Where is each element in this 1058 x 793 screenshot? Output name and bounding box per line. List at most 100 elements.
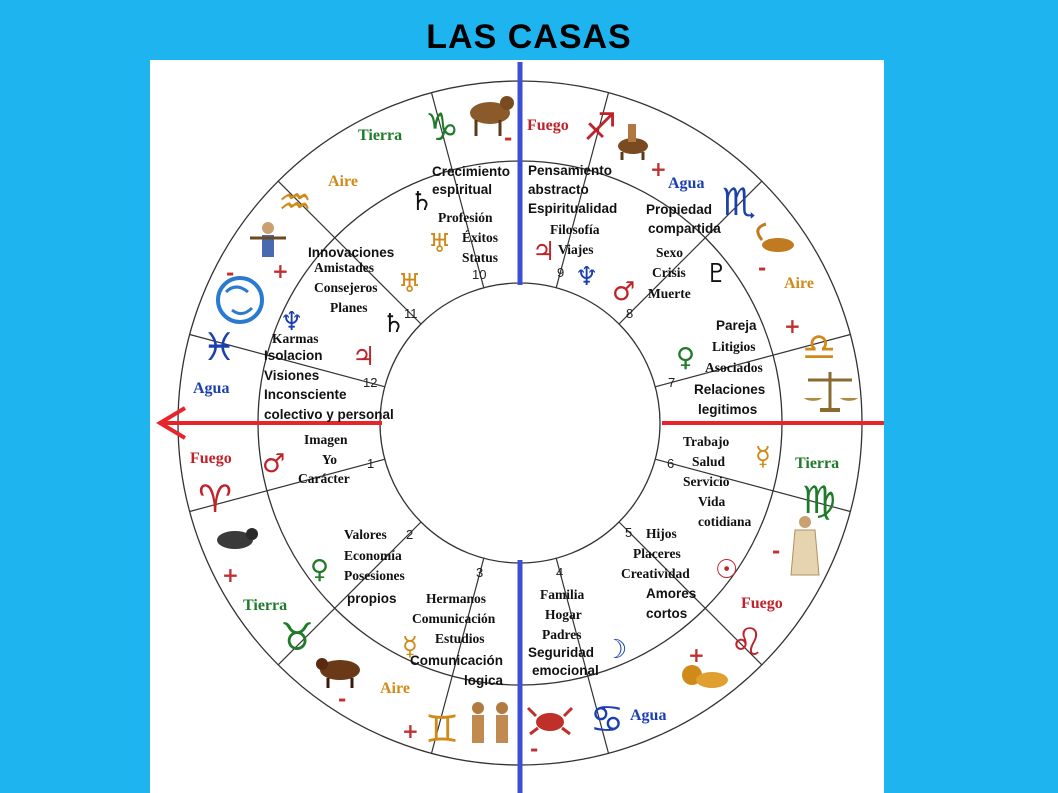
- svg-text:Economía: Economía: [344, 548, 402, 563]
- uranus-icon-2: ♅: [398, 269, 421, 299]
- svg-text:emocional: emocional: [532, 663, 599, 678]
- moon-icon: ☽: [604, 635, 627, 665]
- house-divider-line: [189, 333, 385, 388]
- house-number-7: 7: [668, 375, 675, 390]
- svg-text:Relaciones: Relaciones: [694, 382, 765, 397]
- svg-text:Visiones: Visiones: [264, 368, 319, 383]
- svg-text:Profesión: Profesión: [438, 210, 493, 225]
- house-divider-line: [430, 92, 485, 288]
- polarity-virgo: -: [772, 539, 780, 563]
- centaur-illustration-icon: [618, 124, 648, 160]
- svg-text:colectivo y personal: colectivo y personal: [264, 407, 394, 422]
- polarity-aquarius: +: [272, 259, 289, 283]
- svg-text:Pareja: Pareja: [716, 318, 757, 333]
- house-divider-line: [555, 558, 610, 754]
- svg-text:Karmas: Karmas: [272, 331, 319, 346]
- svg-text:Filosofía: Filosofía: [550, 222, 600, 237]
- element-label-cancer: Agua: [630, 707, 666, 724]
- svg-text:espiritual: espiritual: [432, 182, 492, 197]
- pluto-icon: ♇: [705, 259, 728, 289]
- house-divider-line: [618, 521, 763, 666]
- house-divider-line: [189, 458, 385, 513]
- polarity-leo: +: [688, 643, 705, 667]
- polarity-taurus: -: [338, 687, 346, 711]
- element-label-taurus: Tierra: [243, 597, 287, 614]
- water-bearer-illustration-icon: [250, 222, 286, 257]
- house-number-5: 5: [625, 525, 632, 540]
- house-7-text: Pareja Litigios Asociados Relaciones leg…: [694, 318, 765, 417]
- inner-circle: [379, 282, 661, 564]
- svg-text:cotidiana: cotidiana: [698, 514, 752, 529]
- house-number-1: 1: [367, 456, 374, 471]
- twins-illustration-icon: [472, 702, 508, 743]
- svg-text:Hogar: Hogar: [545, 607, 582, 622]
- polarity-sagittarius: +: [650, 157, 667, 181]
- ram-illustration-icon: [217, 528, 258, 549]
- svg-text:Pensamiento: Pensamiento: [528, 163, 612, 178]
- svg-text:Trabajo: Trabajo: [683, 434, 729, 449]
- mars-icon: ♂: [612, 277, 635, 307]
- svg-text:Hermanos: Hermanos: [426, 591, 486, 606]
- house-divider-line: [277, 180, 422, 325]
- svg-text:Vida: Vida: [698, 494, 726, 509]
- svg-text:Muerte: Muerte: [648, 286, 691, 301]
- house-5-text: Hijos Placeres Creatividad Amores cortos: [621, 526, 696, 621]
- neptune-icon-2: ♆: [280, 307, 303, 337]
- house-number-9: 9: [557, 265, 564, 280]
- svg-text:Familia: Familia: [540, 587, 584, 602]
- house-10-text: Crecimiento espiritual Profesión Éxitos …: [432, 164, 510, 265]
- svg-text:Amistades: Amistades: [314, 260, 374, 275]
- libra-icon: ♎: [802, 325, 836, 369]
- polarity-scorpio: -: [758, 256, 766, 280]
- polarity-gemini: +: [402, 719, 419, 743]
- house-divider-line: [655, 458, 851, 513]
- svg-text:Comunicación: Comunicación: [410, 653, 503, 668]
- jupiter-icon: ♃: [532, 237, 555, 267]
- house-number-3: 3: [476, 565, 483, 580]
- svg-text:Posesiones: Posesiones: [344, 568, 405, 583]
- house-8-text: Propiedad compartida Sexo Crisis Muerte: [646, 202, 721, 301]
- svg-text:Espiritualidad: Espiritualidad: [528, 201, 617, 216]
- element-label-scorpio: Agua: [668, 175, 704, 192]
- cancer-icon: ♋: [590, 697, 624, 741]
- svg-text:propios: propios: [347, 591, 397, 606]
- element-label-sagittarius: Fuego: [527, 117, 569, 134]
- svg-text:Consejeros: Consejeros: [314, 280, 378, 295]
- virgo-icon: ♍: [802, 478, 836, 522]
- house-number-4: 4: [556, 565, 563, 580]
- svg-text:Inconsciente: Inconsciente: [264, 387, 347, 402]
- ascendant-arrow: [156, 406, 187, 440]
- lion-illustration-icon: [682, 665, 728, 688]
- svg-text:Éxitos: Éxitos: [462, 230, 498, 245]
- house-divider-line: [618, 180, 763, 325]
- svg-text:Creatividad: Creatividad: [621, 566, 690, 581]
- house-divider-line: [555, 92, 610, 288]
- svg-text:Placeres: Placeres: [633, 546, 681, 561]
- svg-text:Padres: Padres: [542, 627, 582, 642]
- svg-text:Viajes: Viajes: [558, 242, 594, 257]
- svg-text:Status: Status: [462, 250, 498, 265]
- svg-text:legitimos: legitimos: [698, 402, 757, 417]
- svg-text:Estudios: Estudios: [435, 631, 485, 646]
- element-label-aquarius: Aire: [328, 173, 358, 190]
- svg-text:cortos: cortos: [646, 606, 687, 621]
- polarity-cancer: -: [530, 737, 538, 761]
- svg-text:Hijos: Hijos: [646, 526, 677, 541]
- svg-text:Salud: Salud: [692, 454, 726, 469]
- fish-illustration-icon: [216, 276, 264, 324]
- svg-text:abstracto: abstracto: [528, 182, 589, 197]
- jupiter-icon-2: ♃: [352, 342, 375, 372]
- svg-text:Imagen: Imagen: [304, 432, 348, 447]
- svg-text:Servicio: Servicio: [683, 474, 730, 489]
- sun-icon: ☉: [715, 555, 738, 585]
- svg-text:Isolacion: Isolacion: [264, 348, 323, 363]
- goat-illustration-icon: [470, 96, 514, 136]
- house-divider-line: [430, 558, 485, 754]
- bull-illustration-icon: [316, 658, 360, 688]
- house-divider-line: [277, 521, 422, 666]
- virgin-illustration-icon: [790, 516, 820, 576]
- zodiac-wheel-svg: Tierra Fuego Agua Aire Tierra Fuego Agua…: [156, 62, 884, 793]
- house-dividers: [189, 92, 851, 754]
- svg-text:Valores: Valores: [344, 527, 387, 542]
- house-number-11: 11: [404, 306, 418, 321]
